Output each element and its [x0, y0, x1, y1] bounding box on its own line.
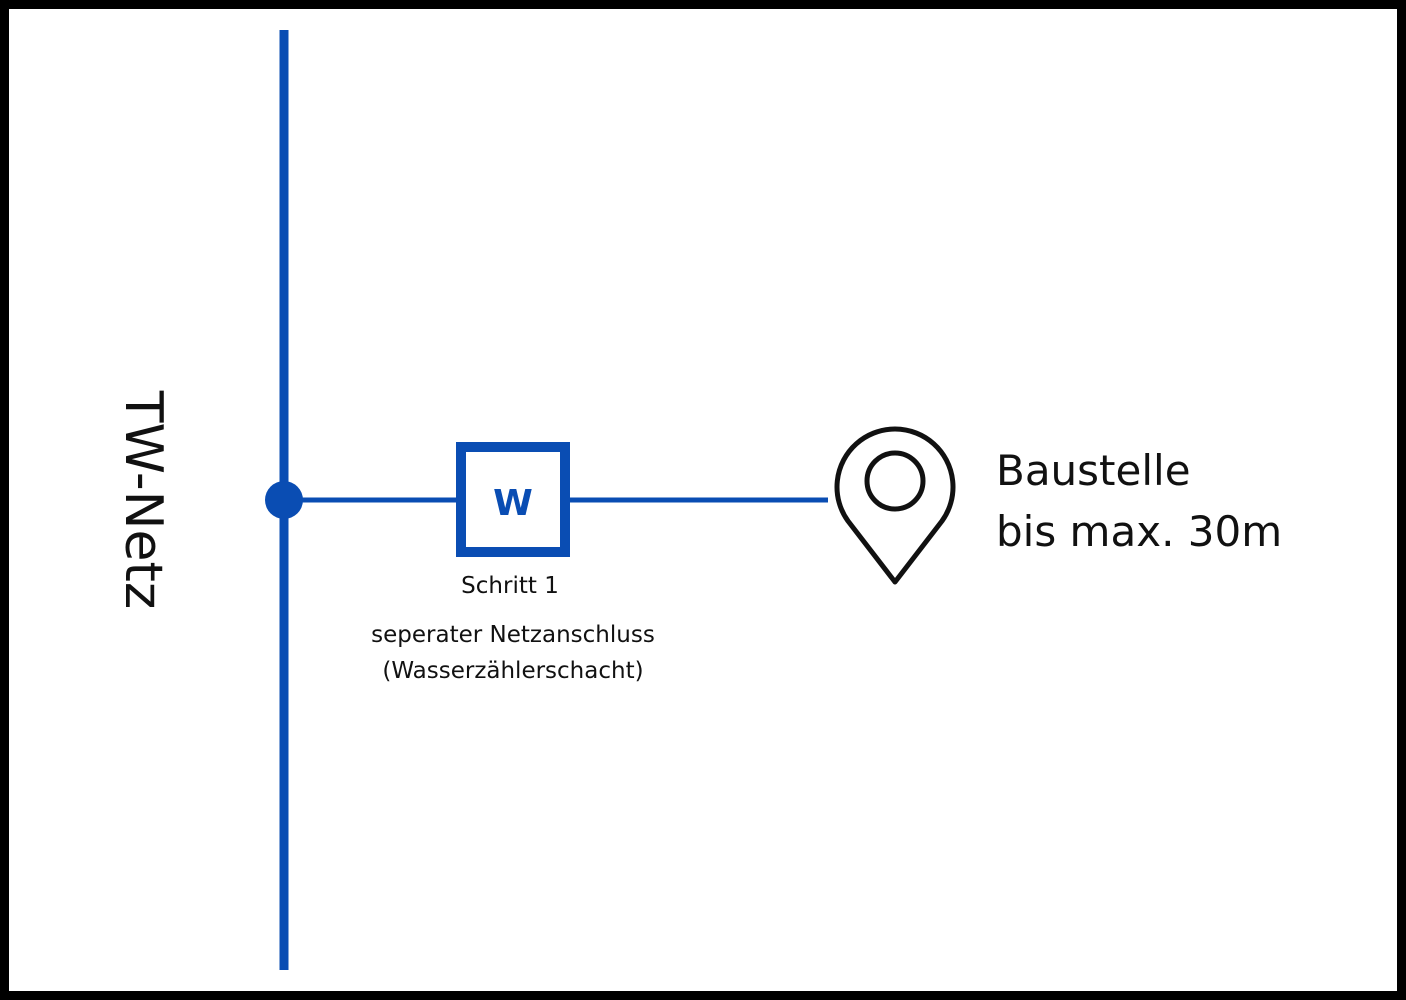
water-meter-frame: [456, 442, 570, 557]
water-meter-box: W: [456, 442, 570, 557]
site-title: Baustelle: [996, 446, 1191, 495]
map-pin-icon: [834, 426, 956, 585]
meter-description-line1: seperater Netzanschluss: [371, 622, 655, 648]
network-label: TW-Netz: [113, 390, 173, 609]
step-label: Schritt 1: [461, 573, 559, 599]
connection-diagram: TW-Netz W Schritt 1 seperater Netzanschl…: [113, 30, 1282, 970]
meter-description-line2: (Wasserzählerschacht): [382, 658, 643, 684]
water-meter-symbol: W: [493, 483, 533, 524]
site-distance: bis max. 30m: [996, 507, 1282, 556]
